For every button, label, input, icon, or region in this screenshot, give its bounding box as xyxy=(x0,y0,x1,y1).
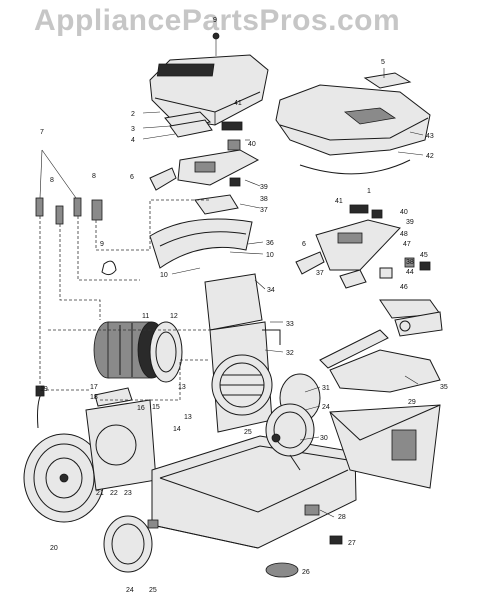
callout-19: 19 xyxy=(40,386,48,393)
callout-31: 31 xyxy=(322,385,330,392)
callout-15: 15 xyxy=(152,404,160,411)
callout-20: 20 xyxy=(50,545,58,552)
callout-3: 3 xyxy=(131,126,135,133)
callout-2: 2 xyxy=(131,111,135,118)
callout-25-bottom: 25 xyxy=(149,587,157,594)
callout-16: 16 xyxy=(137,405,145,412)
callout-14: 14 xyxy=(173,426,181,433)
callout-23: 23 xyxy=(124,490,132,497)
callout-37-right: 37 xyxy=(316,270,324,277)
callout-4: 4 xyxy=(131,137,135,144)
callout-30: 30 xyxy=(320,435,328,442)
callout-37-top: 37 xyxy=(260,207,268,214)
callout-41-right: 41 xyxy=(335,198,343,205)
callout-5: 5 xyxy=(381,59,385,66)
callout-27: 27 xyxy=(348,540,356,547)
dust-bag xyxy=(329,404,441,489)
cord-leads xyxy=(35,149,210,401)
callout-38-right: 38 xyxy=(406,259,414,266)
callout-33: 33 xyxy=(286,321,294,328)
callout-10-right: 10 xyxy=(266,252,274,259)
callout-45: 45 xyxy=(420,252,428,259)
right-handle-detail xyxy=(295,204,431,289)
callout-8-left: 8 xyxy=(50,177,54,184)
callout-17: 17 xyxy=(90,384,98,391)
canister-base xyxy=(151,435,357,549)
callout-22: 22 xyxy=(110,490,118,497)
callout-24-bottom: 24 xyxy=(126,587,134,594)
caster xyxy=(265,535,343,578)
callout-10-left: 10 xyxy=(160,272,168,279)
callout-8-right: 8 xyxy=(92,173,96,180)
callout-9-top: 9 xyxy=(213,17,217,24)
callout-48: 48 xyxy=(400,231,408,238)
filter-door xyxy=(265,373,321,471)
hood-lower-panel xyxy=(164,111,213,138)
callout-labels: 9 2 3 4 5 43 42 41 40 39 38 37 6 7 8 8 9… xyxy=(40,17,448,594)
callout-35: 35 xyxy=(440,384,448,391)
callout-7: 7 xyxy=(40,129,44,136)
handle-assembly xyxy=(149,121,260,215)
callout-1: 1 xyxy=(367,188,371,195)
callout-40-right: 40 xyxy=(400,209,408,216)
callout-38-top: 38 xyxy=(260,196,268,203)
leader-lines xyxy=(43,68,424,518)
fan-housing xyxy=(204,273,281,433)
callout-12: 12 xyxy=(170,313,178,320)
callout-34: 34 xyxy=(267,287,275,294)
callout-39-top: 39 xyxy=(260,184,268,191)
motor xyxy=(93,321,183,383)
callout-25-right: 25 xyxy=(244,429,252,436)
site-watermark: AppliancePartsPros.com xyxy=(34,4,401,37)
callout-40-top: 40 xyxy=(248,141,256,148)
callout-42: 42 xyxy=(426,153,434,160)
lower-wheel xyxy=(103,515,159,573)
callout-39-right: 39 xyxy=(406,219,414,226)
callout-6-right: 6 xyxy=(302,241,306,248)
cord-reel xyxy=(23,385,157,523)
callout-13-a: 13 xyxy=(178,384,186,391)
rear-shroud xyxy=(101,218,253,276)
callout-6-left: 6 xyxy=(130,174,134,181)
callout-36: 36 xyxy=(266,240,274,247)
callout-44: 44 xyxy=(406,269,414,276)
callout-11: 11 xyxy=(142,313,149,320)
callout-13-b: 13 xyxy=(184,414,192,421)
callout-32: 32 xyxy=(286,350,294,357)
callout-26: 26 xyxy=(302,569,310,576)
callout-28: 28 xyxy=(338,514,346,521)
callout-41-top: 41 xyxy=(234,100,242,107)
bag-lid xyxy=(275,72,431,175)
callout-43: 43 xyxy=(426,133,434,140)
callout-18: 18 xyxy=(90,394,98,401)
tools-nozzles xyxy=(319,299,443,393)
callout-9-mid: 9 xyxy=(100,241,104,248)
callout-47: 47 xyxy=(403,241,411,248)
callout-29: 29 xyxy=(408,399,416,406)
callout-21: 21 xyxy=(96,490,104,497)
callout-46: 46 xyxy=(400,284,408,291)
hood-cover xyxy=(149,32,269,126)
callout-24-right: 24 xyxy=(322,404,330,411)
